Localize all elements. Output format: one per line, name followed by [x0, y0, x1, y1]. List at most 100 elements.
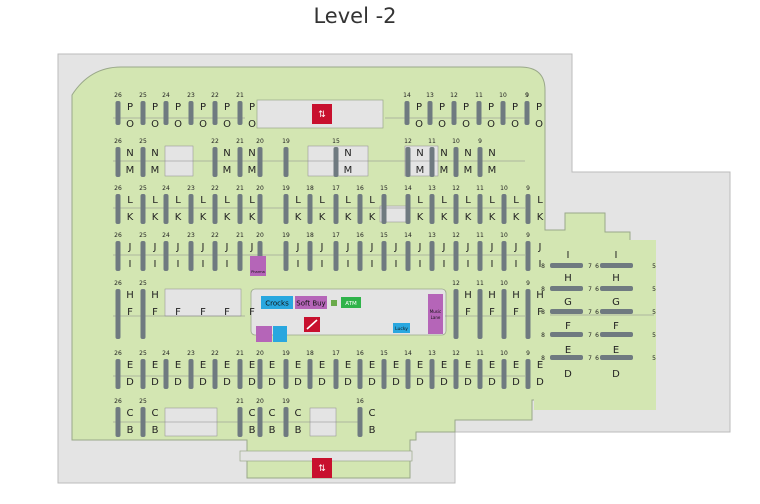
stall-number: 16 — [356, 232, 364, 239]
stall-letter: J — [320, 242, 324, 253]
stall-number: 24 — [162, 232, 170, 239]
stall-letter: E — [224, 360, 230, 371]
stall-letter: P — [488, 102, 494, 113]
stall-letter: D — [512, 377, 520, 388]
stall-letter: M — [464, 165, 473, 176]
stall-number: 6 — [595, 355, 599, 362]
stall-letter: N — [416, 148, 423, 159]
stall-labels: 26PO25PO24PO23PO22PO21PO14PO13PO12PO11PO… — [114, 92, 656, 436]
stall-letter: K — [345, 212, 352, 223]
stall-letter: I — [539, 259, 542, 270]
stall-letter: C — [369, 408, 376, 419]
pillar — [550, 355, 583, 360]
pillar — [140, 194, 146, 224]
pillar — [550, 309, 583, 314]
stall-letter: D — [199, 377, 207, 388]
stall-number: 14 — [404, 232, 412, 239]
stall-letter: P — [463, 102, 469, 113]
pillar — [212, 241, 218, 271]
pillar — [600, 263, 633, 268]
stall-letter: H — [126, 290, 134, 301]
pillar — [405, 194, 411, 224]
stall-number: 13 — [428, 185, 436, 192]
stall-letter: K — [441, 212, 448, 223]
stall-number: 23 — [187, 232, 195, 239]
pillar — [115, 194, 121, 224]
stall-number: 18 — [306, 232, 314, 239]
stall-letter: F — [127, 307, 133, 318]
pillar — [427, 101, 433, 125]
stall-letter: F — [175, 307, 181, 318]
stall-number: 19 — [282, 185, 290, 192]
pillar — [477, 359, 483, 389]
stall-number: 22 — [211, 185, 219, 192]
escalator-icon[interactable] — [304, 317, 320, 332]
pillar — [501, 194, 507, 224]
stall-letter: K — [319, 212, 326, 223]
stall-letter: M — [248, 165, 257, 176]
stall-letter: E — [269, 360, 275, 371]
store-crocks[interactable]: Crocks — [261, 296, 293, 309]
stall-letter: K — [249, 212, 256, 223]
pillar — [212, 194, 218, 224]
svg-text:Lucky: Lucky — [395, 326, 408, 332]
stall-letter: K — [224, 212, 231, 223]
store-pharma[interactable]: Pharma — [250, 256, 266, 276]
stall-number: 13 — [428, 350, 436, 357]
lift-icon-top[interactable]: ⇅ — [312, 104, 332, 124]
stall-number: 11 — [475, 92, 483, 99]
pillar — [525, 289, 531, 339]
stall-number: 26 — [114, 398, 122, 405]
stall-number: 8 — [541, 263, 545, 270]
store-lucky[interactable]: Lucky — [393, 323, 410, 333]
stall-letter: I — [515, 259, 518, 270]
pillar — [212, 359, 218, 389]
stall-letter: J — [201, 242, 205, 253]
stall-letter: J — [514, 242, 518, 253]
lift-icon-bottom[interactable]: ⇅ — [312, 458, 332, 478]
stall-letter: I — [154, 259, 157, 270]
stall-letter: O — [126, 119, 134, 130]
store-soft-buy[interactable]: Soft Buy — [295, 296, 327, 309]
stall-letter: C — [152, 408, 159, 419]
stall-letter: D — [368, 377, 376, 388]
stall-number: 24 — [162, 92, 170, 99]
stall-number: 9 — [526, 232, 530, 239]
stall-number: 6 — [595, 263, 599, 270]
stall-letter: M — [223, 165, 232, 176]
stall-letter: F — [465, 307, 471, 318]
store-music-lane[interactable]: Music Lane — [428, 294, 443, 334]
pillar — [115, 289, 121, 339]
stall-letter: H — [464, 290, 472, 301]
pillar — [501, 289, 507, 339]
store-small-blue[interactable] — [273, 326, 287, 342]
stall-number: 6 — [595, 286, 599, 293]
pillar — [429, 194, 435, 224]
stall-letter: E — [393, 360, 399, 371]
pillar — [257, 147, 263, 177]
stall-number: 9 — [526, 280, 530, 287]
stall-number: 13 — [428, 232, 436, 239]
stall-letter: L — [417, 195, 423, 206]
stall-letter: M — [151, 165, 160, 176]
stall-number: 24 — [162, 350, 170, 357]
stall-number: 14 — [404, 185, 412, 192]
pillar — [140, 147, 146, 177]
stall-letter: J — [296, 242, 300, 253]
stall-number: 10 — [499, 92, 507, 99]
pillar — [163, 241, 169, 271]
stall-number: 26 — [114, 185, 122, 192]
stall-letter: D — [536, 377, 544, 388]
stall-number: 14 — [404, 350, 412, 357]
store-small-purple[interactable] — [256, 326, 272, 342]
stall-number: 20 — [256, 350, 264, 357]
stall-letter: K — [175, 212, 182, 223]
stall-number: 26 — [114, 92, 122, 99]
stall-number: 17 — [332, 232, 340, 239]
stall-letter: D — [488, 377, 496, 388]
stall-number: 11 — [476, 232, 484, 239]
store-atm[interactable]: ATM — [331, 297, 361, 308]
stall-letter: L — [513, 195, 519, 206]
stall-letter: M — [440, 165, 449, 176]
stall-number: 5 — [652, 355, 656, 362]
